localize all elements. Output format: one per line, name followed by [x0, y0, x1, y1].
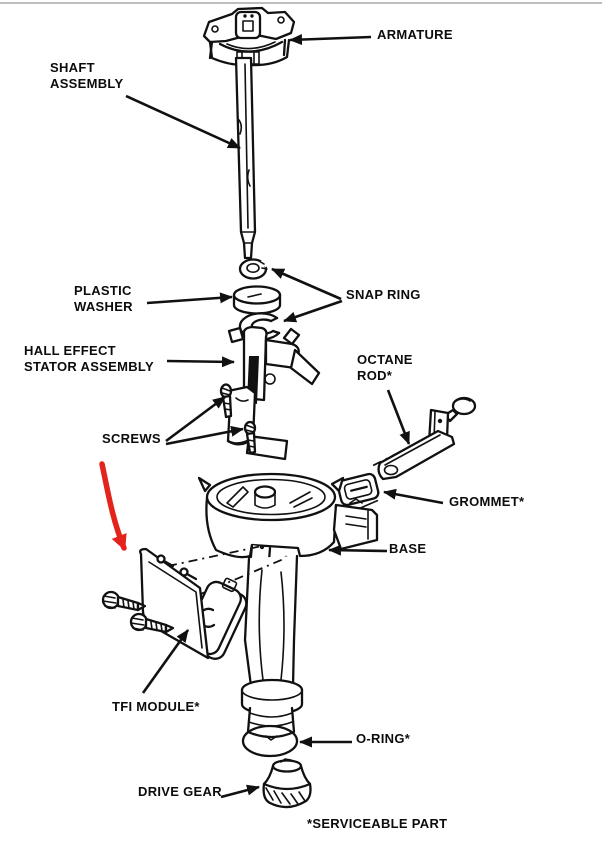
label-grommet: GROMMET* [449, 494, 525, 509]
o-ring-drawing [241, 724, 299, 758]
base-neck-drawing [240, 554, 304, 741]
leader-arrows [125, 34, 444, 799]
tfi-module-drawing [101, 545, 287, 660]
red-annotation-arrow [99, 461, 127, 551]
hall-effect-stator-drawing [223, 325, 321, 461]
label-armature: ARMATURE [377, 27, 453, 42]
plastic-washer-drawing [232, 285, 282, 315]
drive-gear-drawing [262, 758, 312, 809]
label-o-ring: O-RING* [356, 731, 411, 746]
footnote-serviceable-part: *SERVICEABLE PART [307, 816, 448, 831]
label-tfi-module: TFI MODULE* [112, 699, 200, 714]
octane-rod-drawing [371, 396, 477, 481]
shaft-assembly-drawing [234, 56, 257, 260]
label-screws: SCREWS [102, 431, 161, 446]
label-base: BASE [389, 541, 427, 556]
armature-drawing [202, 6, 296, 67]
label-drive-gear: DRIVE GEAR [138, 784, 222, 799]
label-octane-rod: OCTANE ROD* [357, 352, 413, 383]
label-shaft-assembly: SHAFT ASSEMBLY [50, 60, 124, 91]
label-plastic-washer: PLASTIC WASHER [74, 283, 133, 314]
label-snap-ring: SNAP RING [346, 287, 421, 302]
snap-ring-upper-drawing [238, 258, 269, 280]
scan-artifact-line [0, 2, 602, 4]
label-hall-effect-stator: HALL EFFECT STATOR ASSEMBLY [24, 343, 154, 374]
